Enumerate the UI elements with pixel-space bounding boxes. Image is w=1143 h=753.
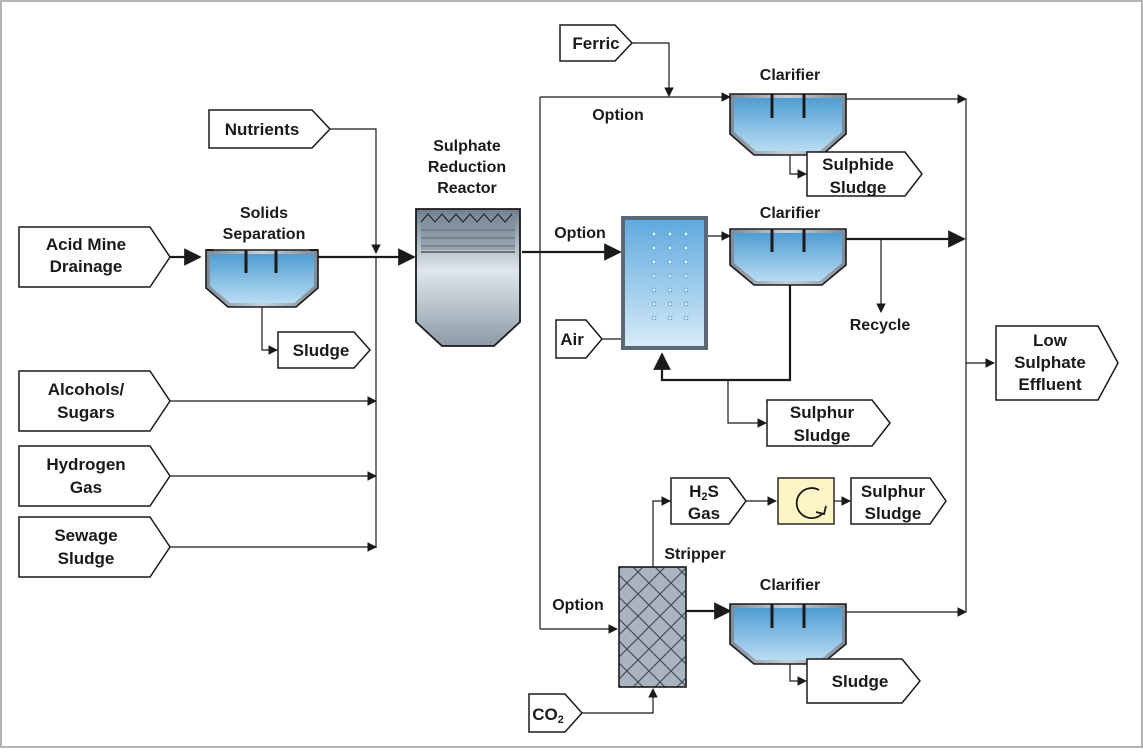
label-sulphur-middle-line1: Sulphur bbox=[790, 403, 855, 422]
input-tag-ferric bbox=[559, 24, 634, 62]
label-reactor-line2: Reduction bbox=[428, 159, 506, 176]
label-alcohols-line2: Sugars bbox=[57, 403, 115, 422]
clarifier-bottom-tank bbox=[729, 603, 847, 665]
label-solids-line1: Solids bbox=[240, 205, 288, 222]
input-tag-acid-mine-drainage bbox=[18, 226, 171, 288]
input-tag-hydrogen-gas bbox=[18, 445, 171, 507]
label-recycle: Recycle bbox=[850, 317, 911, 334]
clarifier-top-tank bbox=[729, 93, 847, 156]
sulphate-reduction-reactor bbox=[415, 208, 521, 347]
label-option-middle: Option bbox=[554, 225, 606, 242]
output-tag-sludge-solids bbox=[277, 331, 372, 369]
label-hydrogen-line1: Hydrogen bbox=[46, 455, 125, 474]
output-tag-sulphide-sludge bbox=[806, 151, 923, 197]
label-sulphur-middle-line2: Sludge bbox=[794, 426, 851, 445]
label-h2s-line1: H2S bbox=[689, 482, 719, 503]
flow-recycle-return bbox=[653, 284, 792, 382]
flow-stripper-gas bbox=[652, 496, 671, 567]
flow-sulphide-sludge bbox=[789, 154, 807, 179]
label-option-bottom: Option bbox=[552, 597, 604, 614]
stripper-column bbox=[618, 566, 687, 688]
label-option-top: Option bbox=[592, 107, 644, 124]
label-ferric: Ferric bbox=[572, 34, 619, 53]
output-tag-sulphur-sludge-middle bbox=[766, 399, 891, 447]
flow-nutrients bbox=[330, 128, 381, 254]
label-hydrogen-line2: Gas bbox=[70, 478, 102, 497]
input-tag-air bbox=[555, 319, 603, 359]
label-reactor-line1: Sulphate bbox=[433, 138, 501, 155]
label-clarifier-bottom: Clarifier bbox=[760, 577, 820, 594]
flow-sulphur-sludge-middle bbox=[727, 380, 767, 428]
label-sewage-line2: Sludge bbox=[58, 549, 115, 568]
label-sulphur-bottom-line2: Sludge bbox=[865, 504, 922, 523]
label-sulphur-bottom-line1: Sulphur bbox=[861, 482, 926, 501]
label-acid-mine-line1: Acid Mine bbox=[46, 235, 126, 254]
flow-ferric bbox=[632, 42, 674, 97]
output-tag-sludge-bottom bbox=[806, 658, 921, 704]
label-h2s-line2: Gas bbox=[688, 504, 720, 523]
input-tag-nutrients bbox=[208, 109, 332, 149]
input-tag-alcohols-sugars bbox=[18, 370, 171, 432]
flow-co2 bbox=[582, 688, 658, 714]
label-clarifier-top: Clarifier bbox=[760, 67, 820, 84]
label-air: Air bbox=[560, 330, 584, 349]
sulphur-converter-icon bbox=[777, 477, 835, 525]
output-tag-sulphur-sludge-bottom bbox=[850, 477, 947, 525]
label-sulphide-line1: Sulphide bbox=[822, 155, 894, 174]
flow-sludge-bottom bbox=[789, 664, 807, 686]
label-sewage-line1: Sewage bbox=[54, 526, 117, 545]
label-nutrients: Nutrients bbox=[225, 120, 300, 139]
label-sulphide-line2: Sludge bbox=[830, 178, 887, 197]
clarifier-middle-tank bbox=[729, 228, 847, 286]
aeration-tank bbox=[621, 216, 708, 350]
label-sludge-solids: Sludge bbox=[293, 341, 350, 360]
label-stripper: Stripper bbox=[664, 546, 725, 563]
input-tag-co2 bbox=[528, 693, 584, 733]
label-co2: CO2 bbox=[532, 705, 564, 726]
label-effluent-line3: Effluent bbox=[1018, 375, 1082, 394]
label-solids-line2: Separation bbox=[223, 226, 306, 243]
flow-separation-sludge bbox=[261, 306, 278, 355]
label-sludge-bottom: Sludge bbox=[832, 672, 889, 691]
output-tag-h2s-gas bbox=[670, 477, 747, 525]
output-tag-low-sulphate-effluent bbox=[995, 325, 1119, 401]
label-acid-mine-line2: Drainage bbox=[50, 257, 123, 276]
input-tag-sewage-sludge bbox=[18, 516, 171, 578]
label-alcohols-line1: Alcohols/ bbox=[48, 380, 125, 399]
label-reactor-line3: Reactor bbox=[437, 180, 497, 197]
label-clarifier-middle: Clarifier bbox=[760, 205, 820, 222]
label-effluent-line2: Sulphate bbox=[1014, 353, 1086, 372]
label-effluent-line1: Low bbox=[1033, 331, 1068, 350]
solids-separation-tank bbox=[205, 249, 319, 308]
